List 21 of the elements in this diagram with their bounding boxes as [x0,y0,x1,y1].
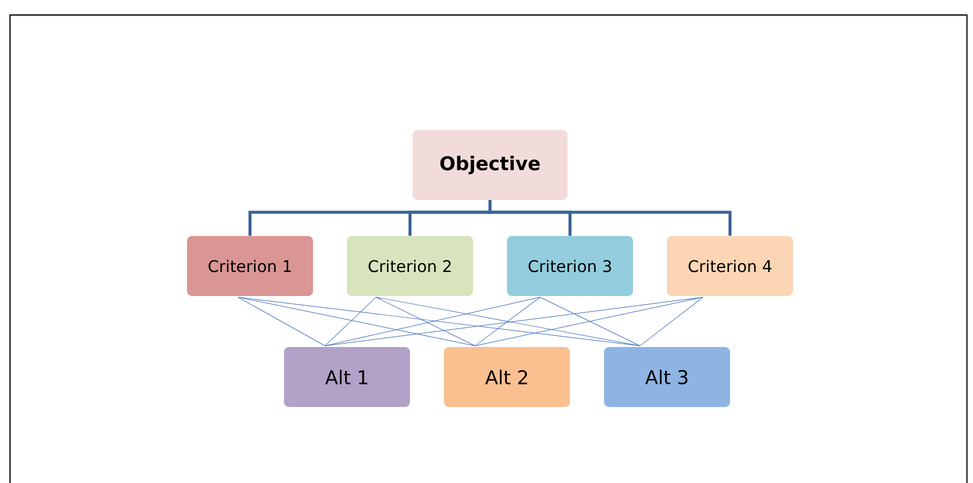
connector-line [238,296,640,346]
connector-line [376,296,640,346]
connector-line [640,296,704,346]
connector-line [238,296,476,346]
connector-line [474,296,704,346]
connector-line [324,296,540,346]
connector-line [324,296,376,346]
objective-box: Objective [412,130,568,200]
connector-line [238,296,326,346]
connector-line [324,296,704,346]
process-box: Alt 1 [284,347,410,407]
process-box: Criterion 4 [667,236,793,296]
connector-line [488,200,732,236]
connector-line [474,296,540,346]
process-box: Alt 2 [444,347,570,407]
process-box: Criterion 2 [347,236,473,296]
process-box: Alt 3 [604,347,730,407]
process-box: Criterion 1 [187,236,313,296]
connector-line [540,296,640,346]
process-box: Criterion 3 [507,236,633,296]
connector-line [376,296,476,346]
